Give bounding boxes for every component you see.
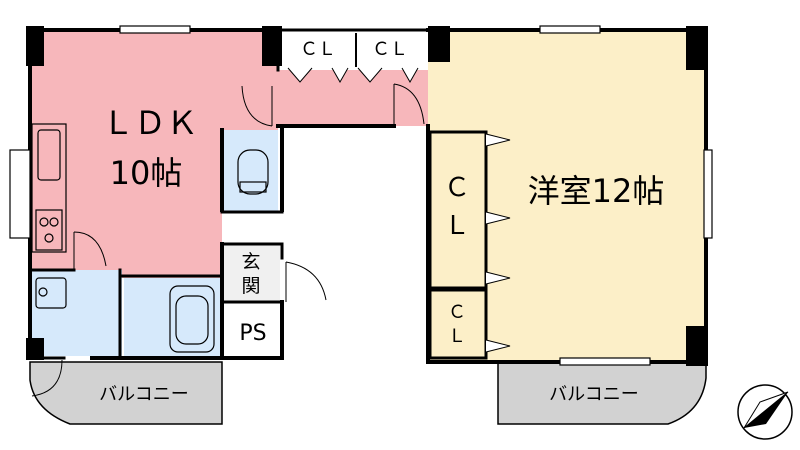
closet-doors bbox=[287, 67, 511, 353]
western-room-label: 洋室12帖 bbox=[528, 172, 665, 210]
windows bbox=[9, 25, 713, 366]
bathroom bbox=[124, 278, 220, 356]
closet-mid-label-c: Ｃ bbox=[444, 173, 470, 203]
entrance-area bbox=[224, 244, 280, 302]
closet-mid bbox=[428, 130, 488, 290]
closet-top-label-2: ＣＬ bbox=[372, 39, 408, 60]
closet-low-label-c: Ｃ bbox=[448, 302, 466, 323]
walls bbox=[28, 28, 708, 364]
ps-label: PS bbox=[239, 321, 266, 346]
ldk-size: 10帖 bbox=[110, 154, 183, 192]
ldk-room bbox=[30, 30, 428, 278]
pillars bbox=[26, 26, 708, 366]
balcony-left-label: バルコニー bbox=[99, 384, 189, 405]
closet-top-label-1: ＣＬ bbox=[300, 39, 336, 60]
washroom bbox=[30, 270, 122, 356]
closet-mid-label-l: Ｌ bbox=[444, 211, 470, 241]
toilet-room bbox=[224, 130, 278, 212]
closet-low-label-l: Ｌ bbox=[448, 326, 466, 347]
entrance-label-2: 関 bbox=[241, 275, 260, 297]
balcony-right bbox=[497, 361, 707, 425]
kitchen-counter bbox=[31, 123, 67, 253]
ldk-name: ＬＤＫ bbox=[102, 104, 198, 142]
closet-low bbox=[428, 288, 488, 360]
balcony-left bbox=[29, 361, 223, 425]
doors bbox=[31, 83, 425, 397]
balcony-right-label: バルコニー bbox=[549, 384, 639, 405]
entrance-label-1: 玄 bbox=[241, 251, 260, 273]
fixtures bbox=[35, 149, 269, 353]
north-arrow-icon bbox=[737, 384, 793, 440]
